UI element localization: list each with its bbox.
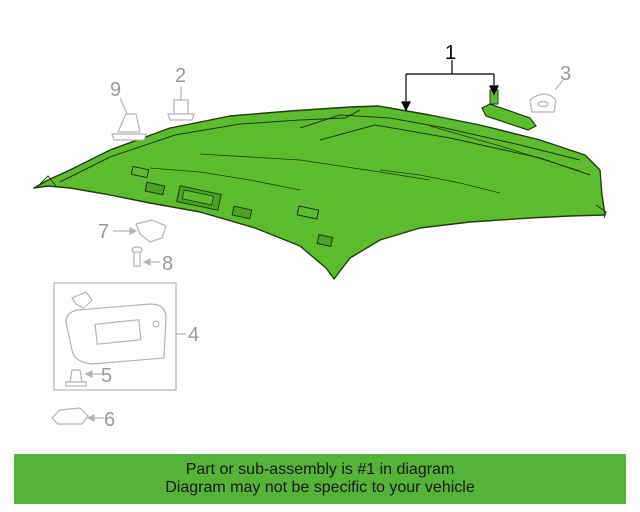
clip-part-5[interactable] xyxy=(65,369,102,387)
parts-diagram: 1 2 9 3 7 8 4 xyxy=(33,42,607,431)
headliner-part[interactable] xyxy=(33,105,607,280)
sun-visor-part-4[interactable] xyxy=(53,282,186,391)
callout-2: 2 xyxy=(175,65,186,87)
callout-5: 5 xyxy=(101,365,112,387)
callout-6: 6 xyxy=(104,409,115,431)
bracket-part-9[interactable] xyxy=(111,97,147,141)
cap-part-3[interactable] xyxy=(529,79,564,113)
callout-3: 3 xyxy=(560,63,571,85)
clip-part-2[interactable] xyxy=(167,86,195,121)
callout-7: 7 xyxy=(98,221,109,243)
callout-4: 4 xyxy=(188,324,199,346)
hook-part-7[interactable] xyxy=(113,219,167,243)
callout-1-leader xyxy=(401,60,499,112)
screw-part-8[interactable] xyxy=(131,246,160,267)
handle-trim-part[interactable] xyxy=(481,89,537,131)
callout-8: 8 xyxy=(162,253,173,275)
banner-line-1: Part or sub-assembly is #1 in diagram xyxy=(185,461,455,478)
callout-1: 1 xyxy=(445,42,456,64)
info-banner: Part or sub-assembly is #1 in diagram Di… xyxy=(14,454,626,504)
banner-line-2: Diagram may not be specific to your vehi… xyxy=(165,479,475,496)
cover-part-6[interactable] xyxy=(51,407,104,425)
callout-9: 9 xyxy=(110,79,121,101)
